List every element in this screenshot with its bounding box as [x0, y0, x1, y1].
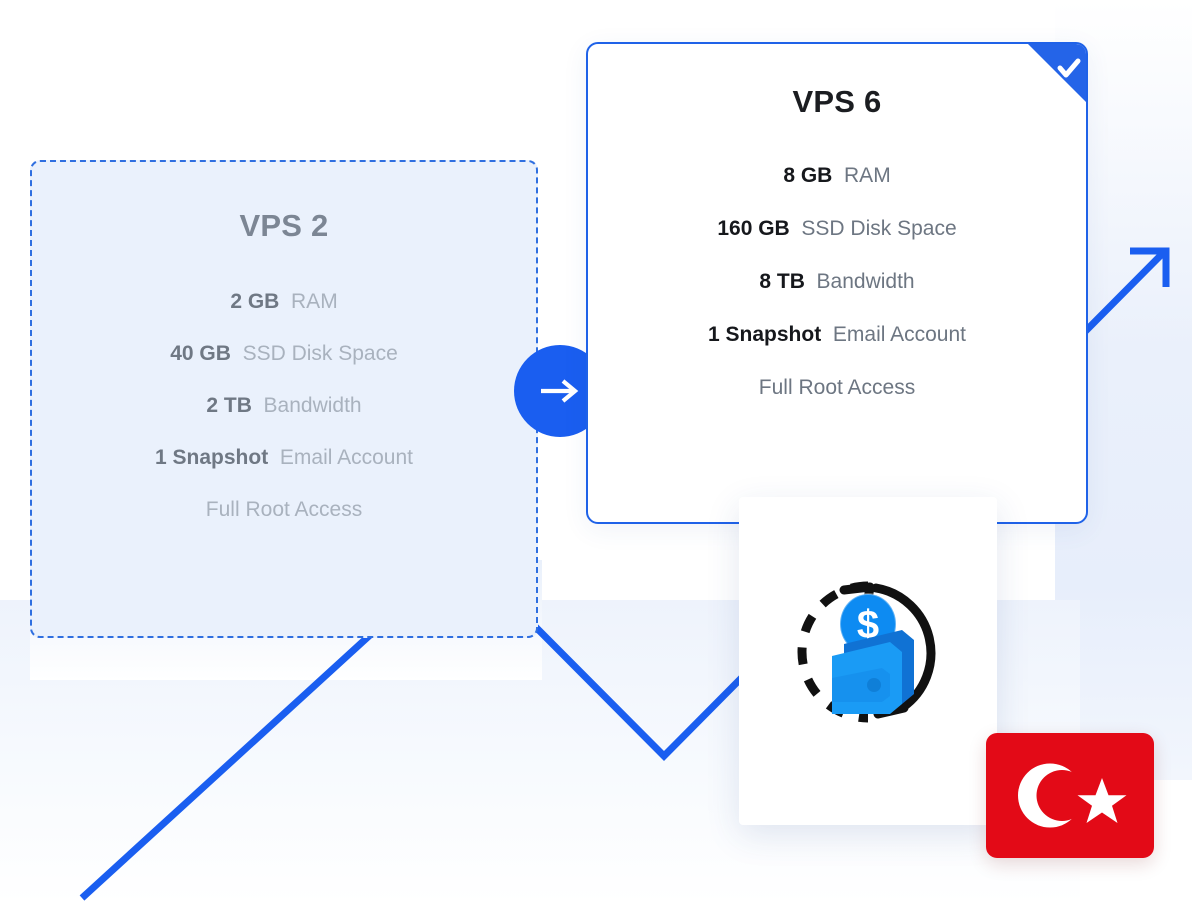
selected-corner-badge: [1028, 44, 1086, 102]
plan-spec-label: RAM: [844, 164, 891, 187]
plan-card-target[interactable]: VPS 6 8 GB RAM 160 GB SSD Disk Space 8 T…: [586, 42, 1088, 524]
plan-spec-label: Full Root Access: [758, 376, 916, 399]
svg-text:$: $: [857, 603, 879, 647]
check-icon: [1057, 58, 1081, 78]
cashback-card: $: [739, 497, 997, 825]
plan-title-target: VPS 6: [792, 84, 882, 119]
plan-spec-label: Email Account: [279, 446, 413, 469]
plan-spec-row: 2 TB Bandwidth: [206, 394, 361, 418]
plan-spec-value: 8 TB: [759, 270, 811, 293]
plan-spec-label: SSD Disk Space: [801, 217, 957, 240]
plan-spec-row: 2 GB RAM: [230, 290, 337, 314]
plan-spec-value: 160 GB: [717, 217, 796, 240]
plan-spec-row: 40 GB SSD Disk Space: [170, 342, 398, 366]
plan-title-current: VPS 2: [239, 208, 329, 243]
plan-spec-label: Bandwidth: [263, 394, 362, 417]
plan-spec-value: 40 GB: [170, 342, 237, 365]
plan-spec-row: 1 Snapshot Email Account: [708, 323, 966, 347]
plan-spec-value: 2 TB: [206, 394, 258, 417]
plan-spec-label: Email Account: [832, 323, 966, 346]
plan-spec-value: 1 Snapshot: [708, 323, 828, 346]
plan-spec-label: SSD Disk Space: [242, 342, 398, 365]
plan-spec-label: Full Root Access: [205, 498, 363, 521]
plan-spec-row: Full Root Access: [759, 376, 915, 400]
plan-spec-row: 160 GB SSD Disk Space: [717, 217, 956, 241]
plan-spec-row: 8 TB Bandwidth: [759, 270, 914, 294]
arrow-right-icon: [541, 379, 579, 403]
chart-arrowhead: [1130, 247, 1170, 287]
wallet-refresh-icon: $: [797, 581, 936, 723]
plan-spec-label: RAM: [291, 290, 338, 313]
plan-spec-label: Bandwidth: [816, 270, 915, 293]
plan-spec-row: 8 GB RAM: [783, 164, 890, 188]
plan-spec-row: 1 Snapshot Email Account: [155, 446, 413, 470]
flag-svg: [986, 733, 1154, 858]
plan-card-current[interactable]: VPS 2 2 GB RAM 40 GB SSD Disk Space 2 TB…: [30, 160, 538, 638]
plan-spec-row: Full Root Access: [206, 498, 362, 522]
plan-spec-value: 2 GB: [230, 290, 286, 313]
turkey-flag-icon: [986, 733, 1154, 858]
plan-spec-value: 1 Snapshot: [155, 446, 275, 469]
plan-spec-value: 8 GB: [783, 164, 839, 187]
